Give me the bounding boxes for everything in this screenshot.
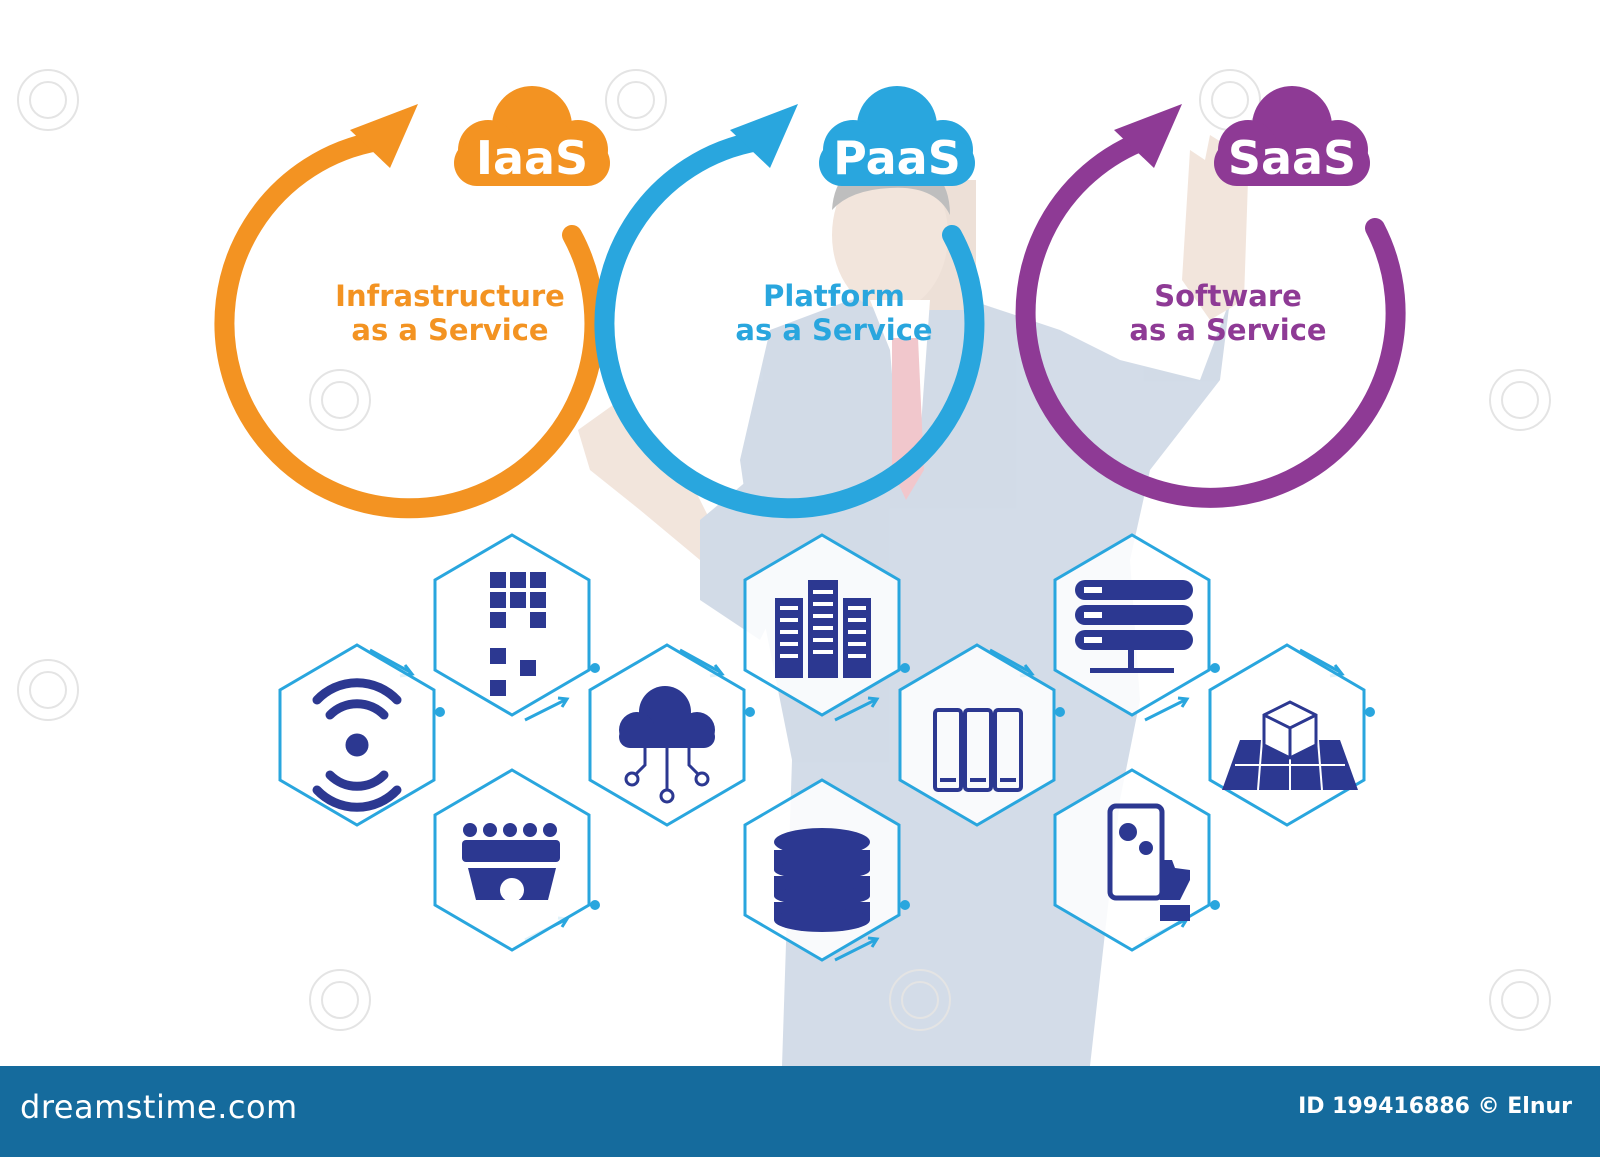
paas-arrowhead: [730, 104, 798, 168]
paas-cloud: [819, 86, 975, 186]
cloud-service-diagram: IaaS Infrastructure as a Service PaaS Pl…: [17, 69, 1551, 1066]
stock-footer-bar: dreamstime.com ID 199416886 © Elnur: [0, 1066, 1600, 1157]
iaas-cycle: IaaS Infrastructure as a Service: [214, 86, 610, 519]
hex-server-stack: [1053, 533, 1211, 717]
footer-brand: dreamstime.com: [20, 1088, 298, 1126]
cloud-network-icon: [619, 686, 715, 804]
wifi-signal-icon: [312, 678, 402, 812]
footer-stock-id: ID 199416886 © Elnur: [1298, 1094, 1572, 1119]
hex-cube-grid: [1208, 643, 1366, 827]
team-gear-icon: [462, 823, 560, 902]
saas-cloud: [1214, 86, 1370, 186]
hex-wifi: [278, 643, 436, 827]
paas-ring-arc: [594, 131, 985, 519]
iaas-line2: as a Service: [351, 313, 548, 347]
saas-arrowhead: [1114, 104, 1182, 168]
saas-ring-arc: [1015, 131, 1406, 508]
watermark-pattern: [17, 69, 1551, 1031]
saas-cycle: SaaS Software as a Service: [1015, 86, 1406, 508]
paas-cycle: PaaS Platform as a Service: [594, 86, 985, 519]
connector-dots: [435, 663, 1375, 910]
server-racks-icon: [933, 708, 1023, 792]
iaas-cloud: [454, 86, 610, 186]
mobile-settings-icon: [1107, 803, 1190, 921]
hex-database: [743, 778, 901, 962]
saas-line2: as a Service: [1129, 313, 1326, 347]
hex-cubes: [433, 533, 591, 717]
hex-cloud: [588, 643, 746, 827]
iaas-ring-arc: [214, 131, 605, 519]
server-stack-icon: [1075, 580, 1193, 673]
hex-servers: [898, 643, 1056, 827]
database-icon: [774, 828, 870, 932]
diagram-stage: IaaS Infrastructure as a Service PaaS Pl…: [17, 69, 1551, 1066]
saas-code: SaaS: [1228, 131, 1356, 185]
hex-buildings: [743, 533, 901, 717]
hex-mobile: [1053, 768, 1211, 952]
hex-team: [433, 768, 591, 952]
iaas-code: IaaS: [476, 131, 588, 185]
paas-code: PaaS: [833, 131, 961, 185]
saas-line1: Software: [1154, 279, 1302, 313]
cube-grid-icon: [1222, 700, 1358, 791]
paas-line2: as a Service: [735, 313, 932, 347]
data-cubes-icon: [490, 572, 546, 696]
iaas-arrowhead: [350, 104, 418, 168]
paas-line1: Platform: [763, 279, 905, 313]
office-buildings-icon: [775, 580, 871, 678]
iaas-line1: Infrastructure: [335, 279, 565, 313]
